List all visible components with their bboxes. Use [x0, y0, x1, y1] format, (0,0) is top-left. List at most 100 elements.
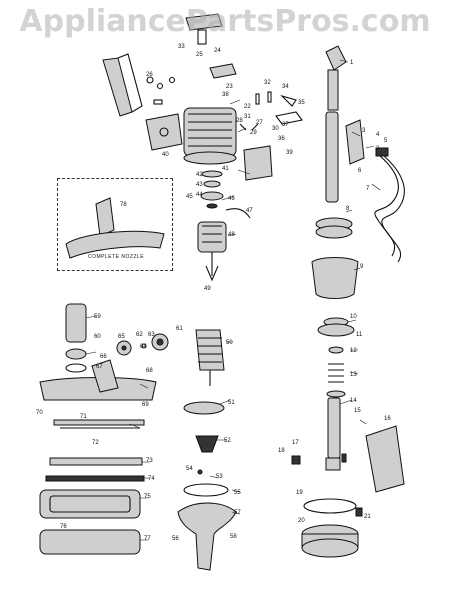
- handle-tube: [325, 45, 347, 203]
- callout-29: 29: [250, 130, 257, 136]
- callout-63: 63: [148, 332, 155, 338]
- complete-nozzle-inset: [57, 178, 173, 271]
- callout-77: 77: [144, 536, 151, 542]
- lower-coupler-stack: [317, 317, 355, 398]
- callout-8: 8: [346, 206, 350, 212]
- bumper-strip: [45, 475, 145, 482]
- callout-10: 10: [350, 314, 357, 320]
- callout-3: 3: [362, 128, 366, 134]
- callout-69: 69: [142, 402, 149, 408]
- callout-16: 16: [384, 416, 391, 422]
- bag-housing: [365, 425, 405, 493]
- callout-50: 50: [226, 340, 233, 346]
- callout-72: 72: [92, 440, 99, 446]
- callout-64: 64: [140, 344, 147, 350]
- callout-37: 37: [282, 122, 289, 128]
- callout-45: 45: [186, 194, 193, 200]
- callout-65: 65: [118, 334, 125, 340]
- callout-55: 55: [234, 490, 241, 496]
- leader-lines: [85, 59, 381, 541]
- bag-collar: [315, 217, 353, 239]
- callout-11: 11: [356, 332, 363, 338]
- callout-49: 49: [204, 286, 211, 292]
- callout-36: 36: [278, 136, 285, 142]
- callout-20: 20: [298, 518, 305, 524]
- callout-52: 52: [224, 438, 231, 444]
- callout-75: 75: [144, 494, 151, 500]
- callout-32: 32: [264, 80, 271, 86]
- callout-labels: 1 2 3 4 5 6 7 8 9 10 11 12 13 14 15 16 1…: [36, 44, 391, 542]
- fan-cover: [183, 401, 225, 453]
- callout-24: 24: [214, 48, 221, 54]
- brush-roll-end: [65, 303, 87, 373]
- callout-18: 18: [278, 448, 285, 454]
- callout-38: 38: [222, 92, 229, 98]
- callout-66: 66: [100, 354, 107, 360]
- callout-59: 59: [94, 314, 101, 320]
- callout-15: 15: [354, 408, 361, 414]
- bottom-plate: [39, 489, 141, 555]
- upper-handle-grip: [185, 13, 223, 45]
- callout-58: 58: [230, 534, 237, 540]
- dust-bag: [311, 257, 359, 299]
- callout-28: 28: [236, 118, 243, 124]
- switch-assembly: [345, 119, 365, 165]
- fan-stack: [200, 170, 224, 209]
- nozzle-base: [39, 359, 157, 401]
- callout-31: 31: [244, 114, 251, 120]
- callout-53: 53: [216, 474, 223, 480]
- agitator-bar: [49, 419, 145, 466]
- callout-73: 73: [146, 458, 153, 464]
- handle-bracket: [102, 53, 143, 117]
- callout-34: 34: [282, 84, 289, 90]
- callout-5: 5: [384, 138, 388, 144]
- callout-7: 7: [366, 186, 370, 192]
- callout-70: 70: [36, 410, 43, 416]
- callout-13: 13: [350, 372, 357, 378]
- bag-clip: [209, 63, 237, 79]
- armature-upper: [197, 221, 227, 282]
- callout-54: 54: [186, 466, 193, 472]
- callout-74: 74: [148, 476, 155, 482]
- top-hardware: [146, 76, 303, 131]
- callout-56: 56: [172, 536, 179, 542]
- callout-27: 27: [256, 120, 263, 126]
- callout-14: 14: [350, 398, 357, 404]
- callout-4: 4: [376, 132, 380, 138]
- cord-plug-and-coil: [374, 147, 405, 263]
- callout-71: 71: [80, 414, 87, 420]
- callout-60: 60: [94, 334, 101, 340]
- lower-tube: [325, 397, 341, 471]
- callout-57: 57: [234, 510, 241, 516]
- callout-40: 40: [162, 152, 169, 158]
- callout-41: 41: [222, 166, 229, 172]
- callout-2: 2: [376, 146, 380, 152]
- motor-housing: [183, 107, 237, 165]
- motor-armature: [195, 329, 225, 386]
- callout-78: 78: [120, 202, 127, 208]
- switch-plate: [243, 145, 273, 181]
- gear-parts: [116, 333, 169, 356]
- callout-1: 1: [350, 60, 354, 66]
- inset-nozzle: [65, 197, 165, 259]
- lower-rings: [301, 498, 359, 558]
- small-latch-parts: [291, 453, 363, 517]
- callout-61: 61: [176, 326, 183, 332]
- callout-39: 39: [286, 150, 293, 156]
- callout-33: 33: [178, 44, 185, 50]
- callout-51: 51: [228, 400, 235, 406]
- callout-46: 46: [228, 196, 235, 202]
- callout-26: 26: [146, 72, 153, 78]
- callout-47: 47: [246, 208, 253, 214]
- callout-42: 42: [196, 172, 203, 178]
- fan-bottom-parts: [177, 469, 237, 571]
- callout-48: 48: [228, 232, 235, 238]
- callout-6: 6: [358, 168, 362, 174]
- callout-17: 17: [292, 440, 299, 446]
- callout-23: 23: [226, 84, 233, 90]
- callout-9: 9: [360, 264, 364, 270]
- complete-nozzle-caption: COMPLETE NOZZLE: [88, 254, 145, 260]
- callout-12: 12: [350, 348, 357, 354]
